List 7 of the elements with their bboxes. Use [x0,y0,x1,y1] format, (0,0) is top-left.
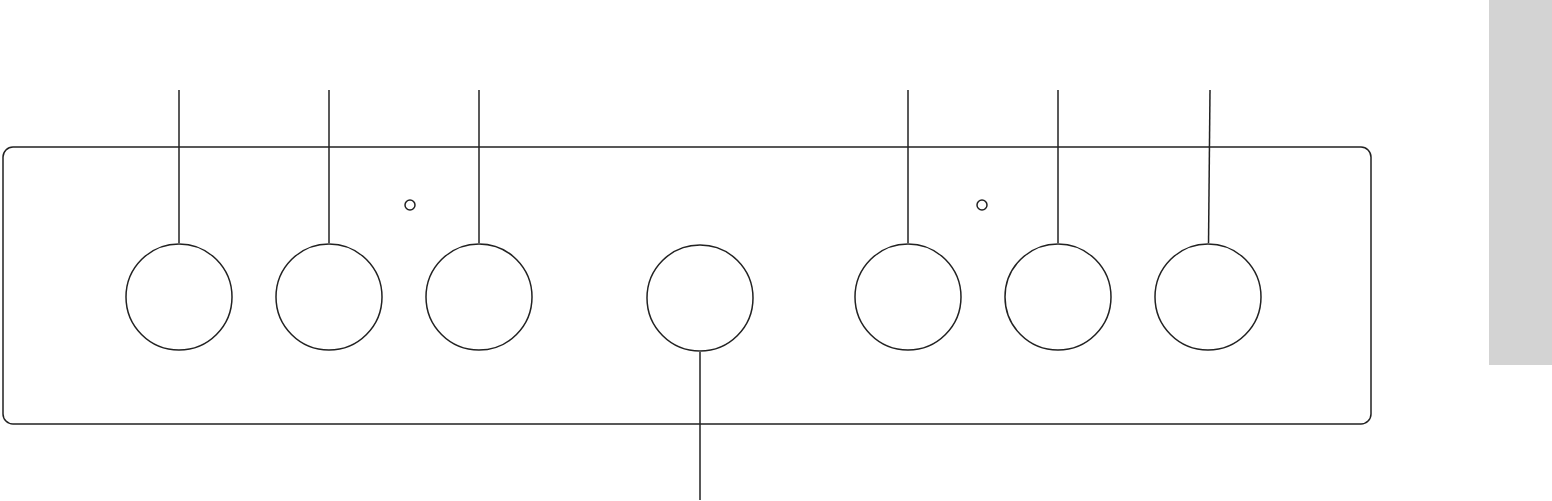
leader-line [1207,89,1211,244]
leader-line [328,89,330,244]
leader-line [478,89,480,244]
leader-line [178,89,180,244]
leader-line [907,89,909,244]
leader-line [1057,89,1059,244]
leader-line [699,351,701,501]
